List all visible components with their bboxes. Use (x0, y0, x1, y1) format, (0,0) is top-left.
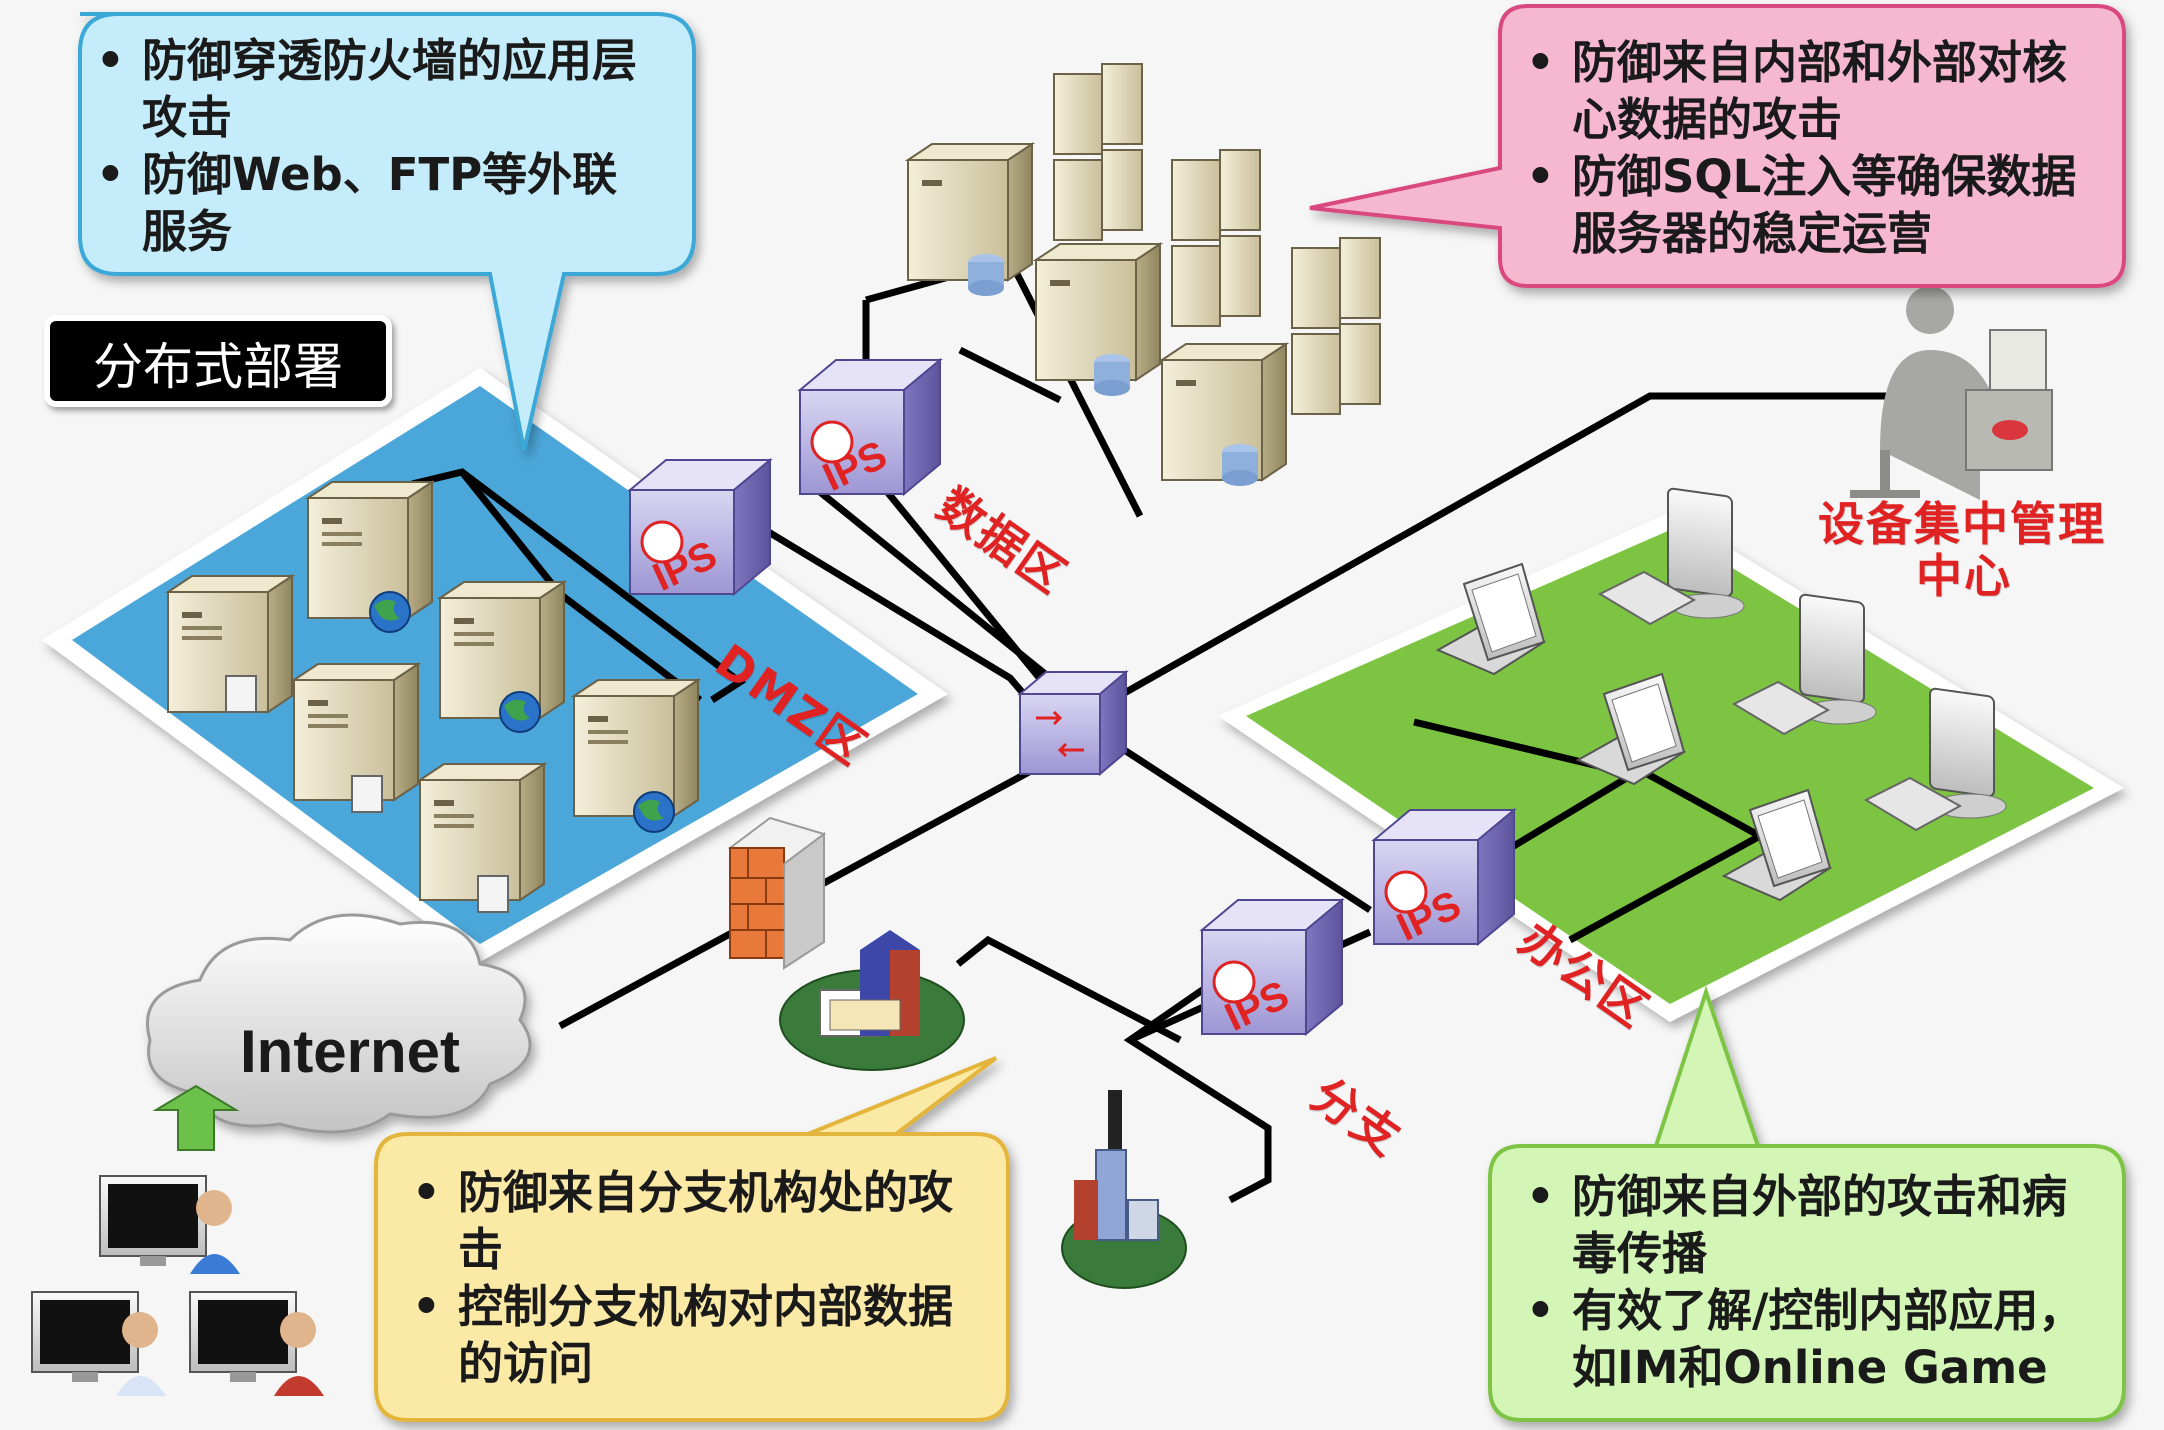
ips-cube-data: IPS (797, 357, 943, 500)
core-switch (1017, 669, 1129, 777)
callout-text-branch: 防御来自分支机构处的攻击 控制分支机构对内部数据的访问 (412, 1164, 972, 1392)
dmz-servers (164, 480, 702, 913)
callout-item: 有效了解/控制内部应用，如IM和Online Game (1526, 1282, 2106, 1396)
callout-item: 防御来自内部和外部对核心数据的攻击 (1526, 34, 2106, 148)
mgmt-center-label-line1: 设备集中管理 (1818, 497, 2106, 551)
ips-cube-dmz: IPS (627, 457, 773, 600)
callout-text-data: 防御来自内部和外部对核心数据的攻击 防御SQL注入等确保数据服务器的稳定运营 (1526, 34, 2106, 262)
callout-item: 控制分支机构对内部数据的访问 (412, 1278, 972, 1392)
callout-item: 防御来自外部的攻击和病毒传播 (1526, 1168, 2106, 1282)
management-center (1850, 286, 2053, 500)
callout-item: 防御来自分支机构处的攻击 (412, 1164, 972, 1278)
office-devices (1435, 487, 2007, 902)
deployment-badge: 分布式部署 (44, 315, 392, 407)
callout-item: 防御穿透防火墙的应用层攻击 (96, 32, 656, 146)
callout-text-office: 防御来自外部的攻击和病毒传播 有效了解/控制内部应用，如IM和Online Ga… (1526, 1168, 2106, 1396)
callout-item: 防御Web、FTP等外联服务 (96, 146, 656, 260)
branch-building-2 (1061, 1090, 1187, 1289)
mgmt-center-label-line2: 中心 (1916, 549, 2012, 603)
internet-cloud (145, 913, 532, 1134)
branch-building-1 (779, 930, 965, 1071)
data-zone-servers (904, 63, 1381, 486)
ips-cube-office: IPS (1371, 807, 1517, 950)
callout-item: 防御SQL注入等确保数据服务器的稳定运营 (1526, 148, 2106, 262)
ips-cube-branch: IPS (1199, 897, 1345, 1040)
internet-users (31, 1084, 324, 1396)
callout-text-dmz: 防御穿透防火墙的应用层攻击 防御Web、FTP等外联服务 (96, 32, 656, 260)
firewall (727, 816, 827, 970)
internet-label: Internet (240, 1018, 461, 1085)
